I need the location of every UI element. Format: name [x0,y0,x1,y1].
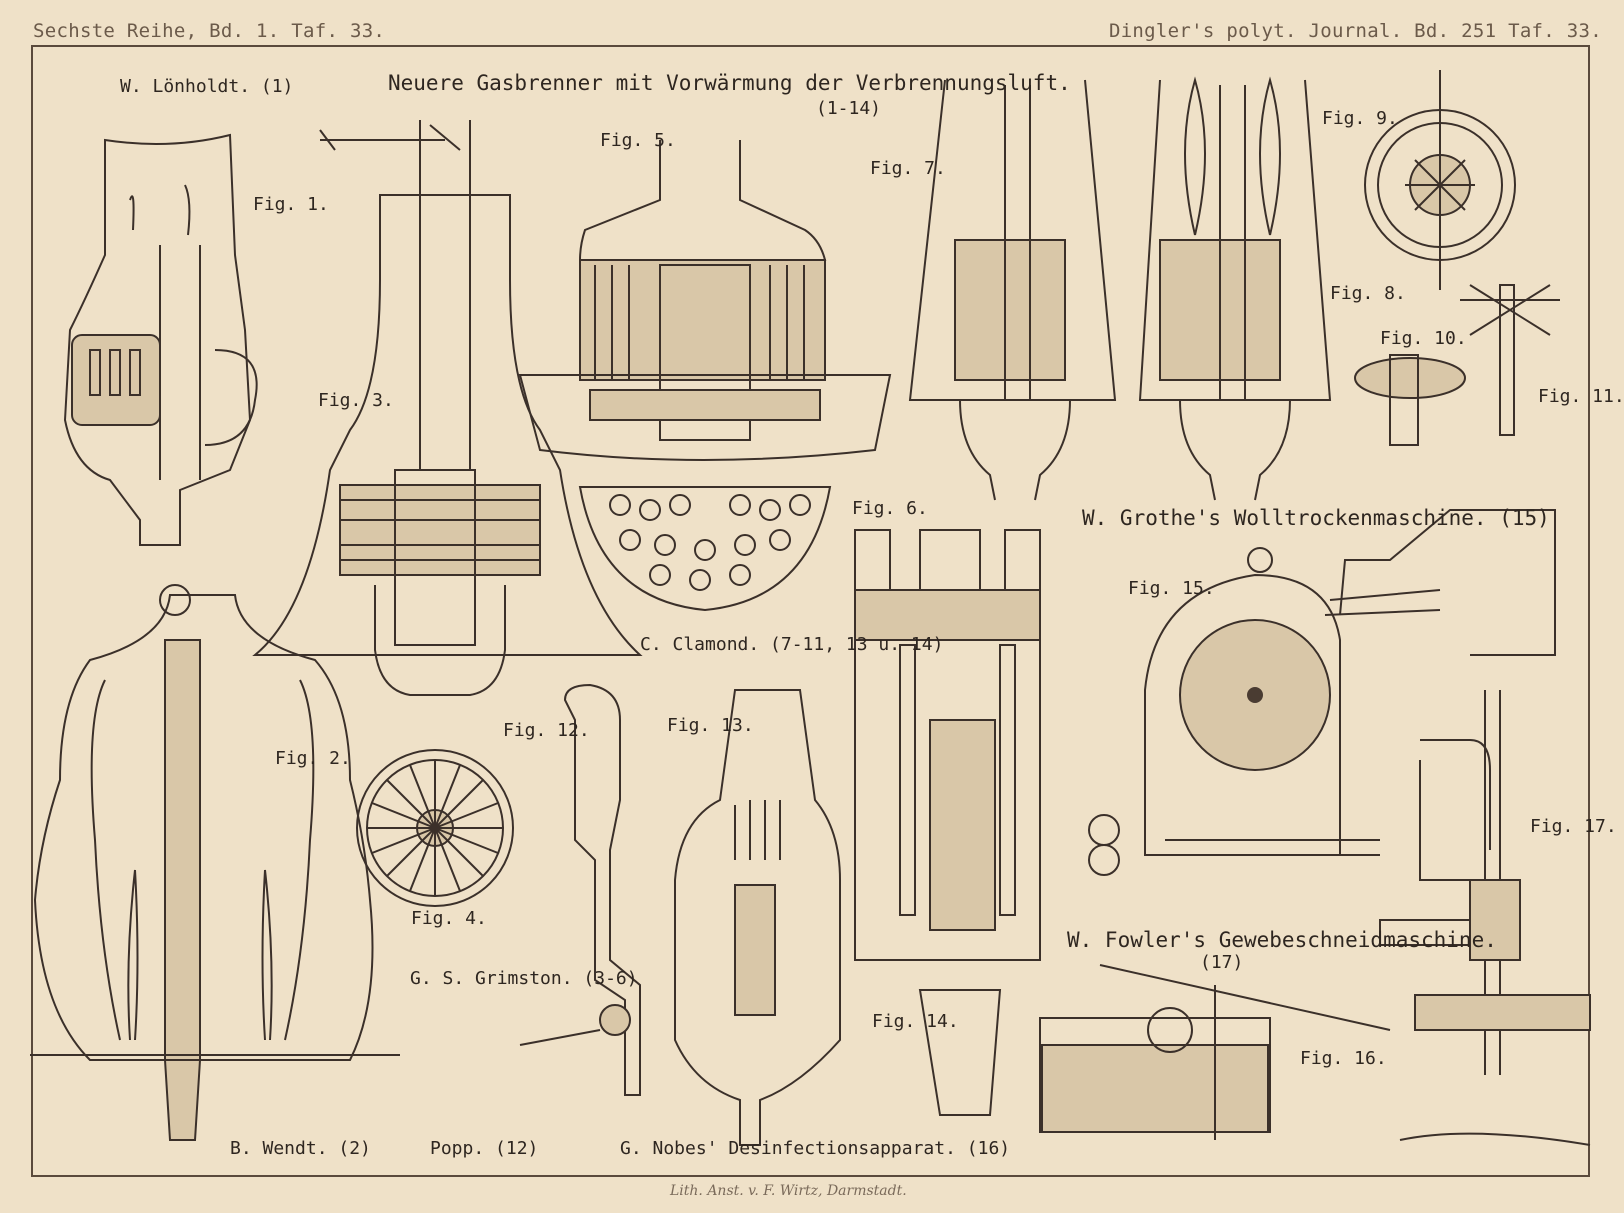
fig13-label: Fig. 13. [667,715,754,736]
title-clamond: C. Clamond. (7-11, 13 u. 14) [640,634,944,655]
fig9-drawing [1365,70,1515,290]
fig4-label: Fig. 4. [411,908,487,929]
fig4-drawing [357,750,513,906]
title-popp: Popp. (12) [430,1138,539,1159]
fig8-drawing [1140,80,1330,500]
fig1-label: Fig. 1. [253,194,329,215]
fig5-label: Fig. 5. [600,130,676,151]
fig1-drawing [65,135,257,545]
fig7-drawing [910,80,1115,500]
fig14-label: Fig. 14. [872,1011,959,1032]
fig2-drawing [30,585,400,1140]
fig9-label: Fig. 9. [1322,108,1398,129]
fig17-drawing [1380,690,1590,1145]
fig12-label: Fig. 12. [503,720,590,741]
title-nobes: G. Nobes' Desinfectionsapparat. (16) [620,1138,1011,1159]
lithographer-credit: Lith. Anst. v. F. Wirtz, Darmstadt. [670,1183,907,1199]
fig11-label: Fig. 11. [1538,386,1624,407]
main-title-range: (1-14) [816,98,882,119]
fig7-label: Fig. 7. [870,158,946,179]
fig12-drawing [520,685,640,1095]
fig16-label: Fig. 16. [1300,1048,1387,1069]
main-title: Neuere Gasbrenner mit Vorwärmung der Ver… [388,71,1071,95]
fig17-label: Fig. 17. [1530,816,1617,837]
fig3-label: Fig. 3. [318,390,394,411]
fig15-drawing [1089,510,1555,875]
title-grothe: W. Grothe's Wolltrockenmaschine. (15) [1082,506,1550,530]
title-fowler-range: (17) [1200,952,1244,973]
fig5-drawing [520,140,890,460]
title-grimston: G. S. Grimston. (3-6) [410,968,638,989]
fig14-drawing [855,530,1040,1115]
fig10-label: Fig. 10. [1380,328,1467,349]
fig2-label: Fig. 2. [275,748,351,769]
fig6-drawing [580,487,830,610]
fig3-drawing [255,120,640,695]
title-wendt: B. Wendt. (2) [230,1138,371,1159]
title-lonholdt: W. Lönholdt. (1) [120,76,294,97]
fig11-drawing [1460,285,1560,435]
plate-border [31,45,1590,1177]
header-left: Sechste Reihe, Bd. 1. Taf. 33. [33,20,386,42]
fig13-drawing [675,690,840,1145]
title-fowler: W. Fowler's Gewebeschneidmaschine. [1067,928,1497,952]
fig8-label: Fig. 8. [1330,283,1406,304]
fig6-label: Fig. 6. [852,498,928,519]
fig15-label: Fig. 15. [1128,578,1215,599]
header-right: Dingler's polyt. Journal. Bd. 251 Taf. 3… [1108,20,1602,42]
fig10-drawing [1355,355,1465,445]
fig16-drawing [1040,965,1390,1140]
